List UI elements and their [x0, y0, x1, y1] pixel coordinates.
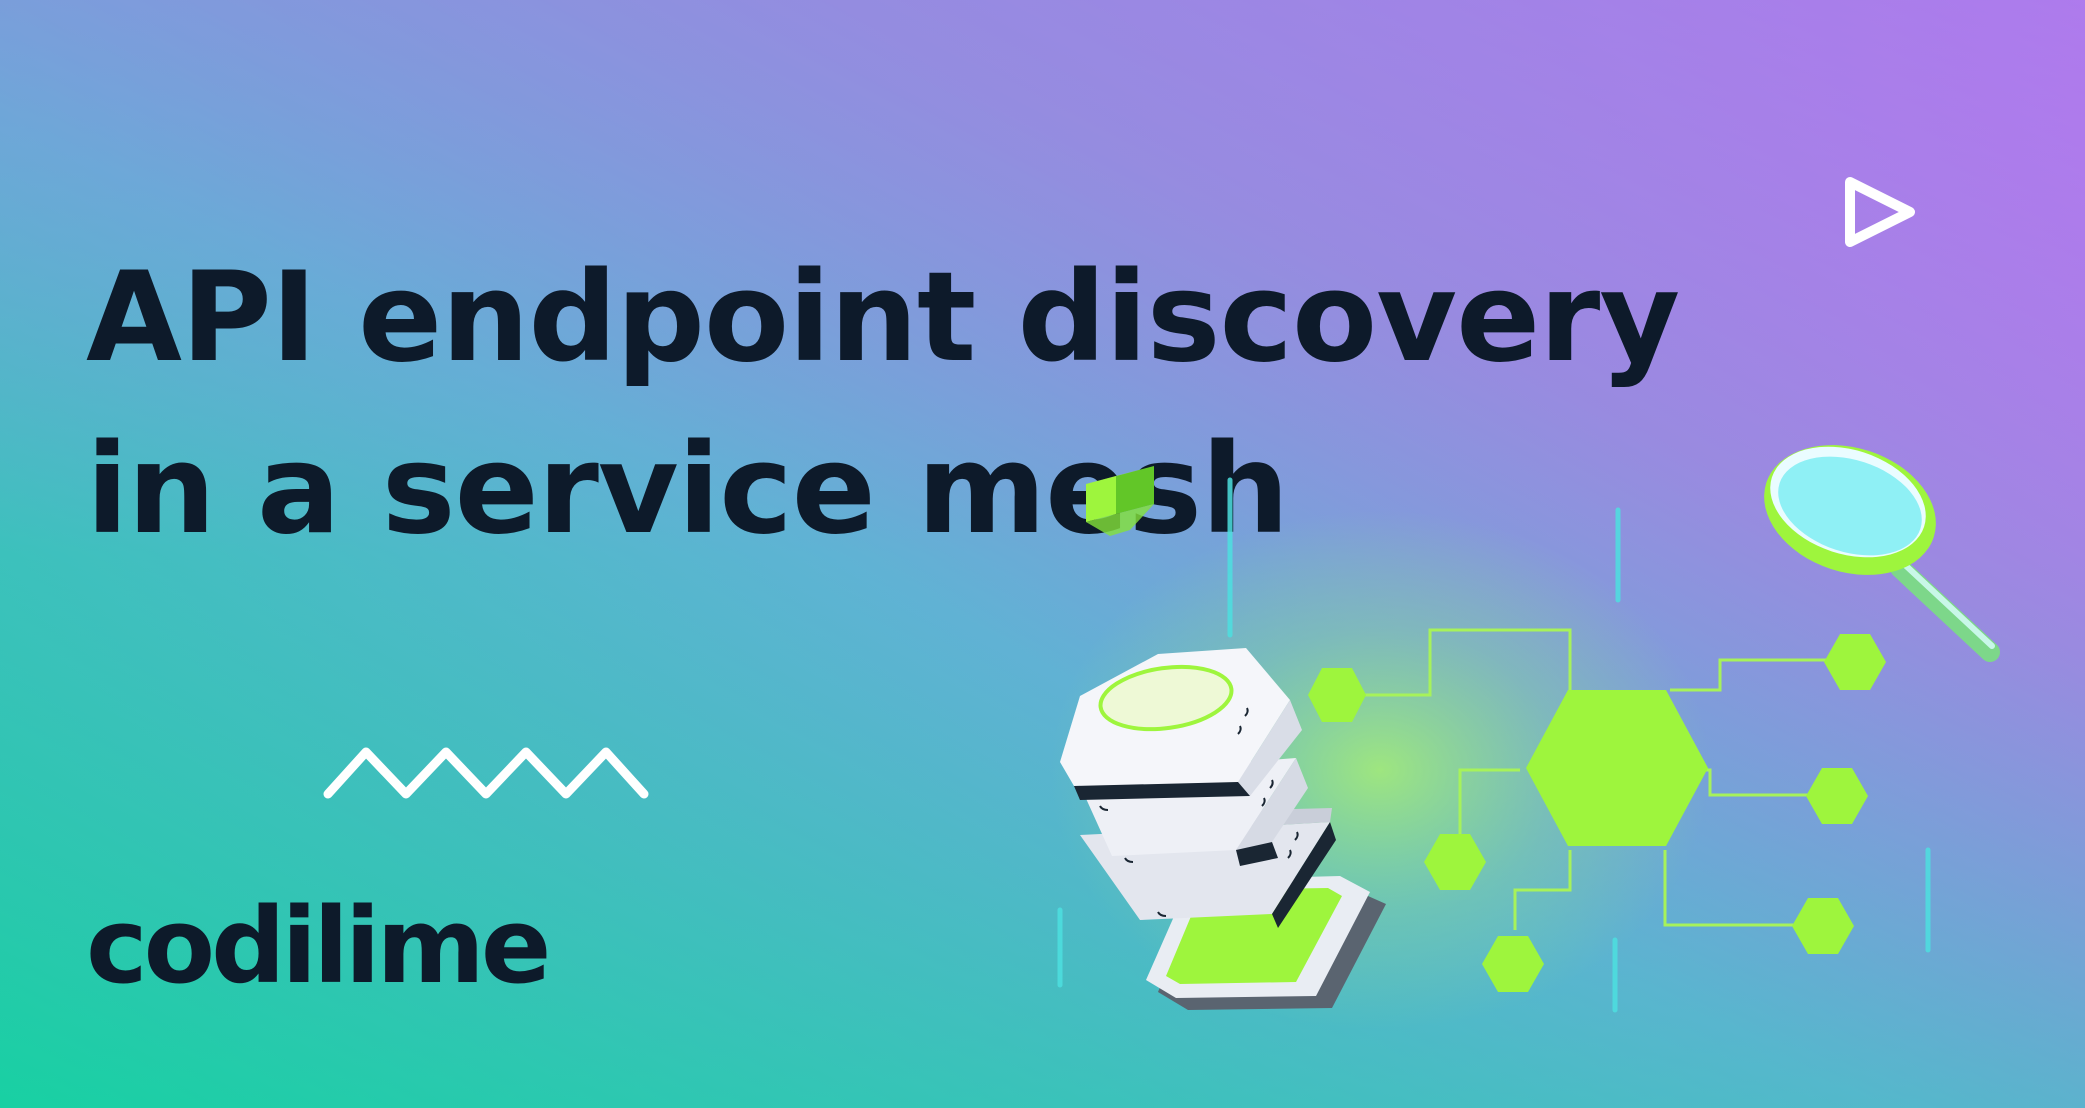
codilime-logo: codilime: [86, 885, 551, 1007]
service-mesh-illustration: [1057, 445, 2000, 1013]
magnifying-glass-icon: [1764, 445, 2000, 662]
hexagon-bottom-right: [1792, 898, 1854, 954]
hexagon-left: [1308, 668, 1366, 722]
zigzag-line-icon: [323, 747, 649, 799]
hexagon-network-icon: [1308, 634, 1886, 992]
title-line-1: API endpoint discovery: [86, 246, 1680, 390]
play-triangle-icon: [1845, 177, 1915, 247]
hexagon-mid-right: [1806, 768, 1868, 824]
cube-icon: [1086, 466, 1154, 536]
hexagon-top-right: [1824, 634, 1886, 690]
light-streaks: [1057, 477, 1931, 1013]
server-stack-icon: [1060, 648, 1386, 1010]
hexagon-center: [1526, 690, 1708, 846]
hexagon-bottom: [1482, 936, 1544, 992]
hexagon-left-low: [1424, 834, 1486, 890]
